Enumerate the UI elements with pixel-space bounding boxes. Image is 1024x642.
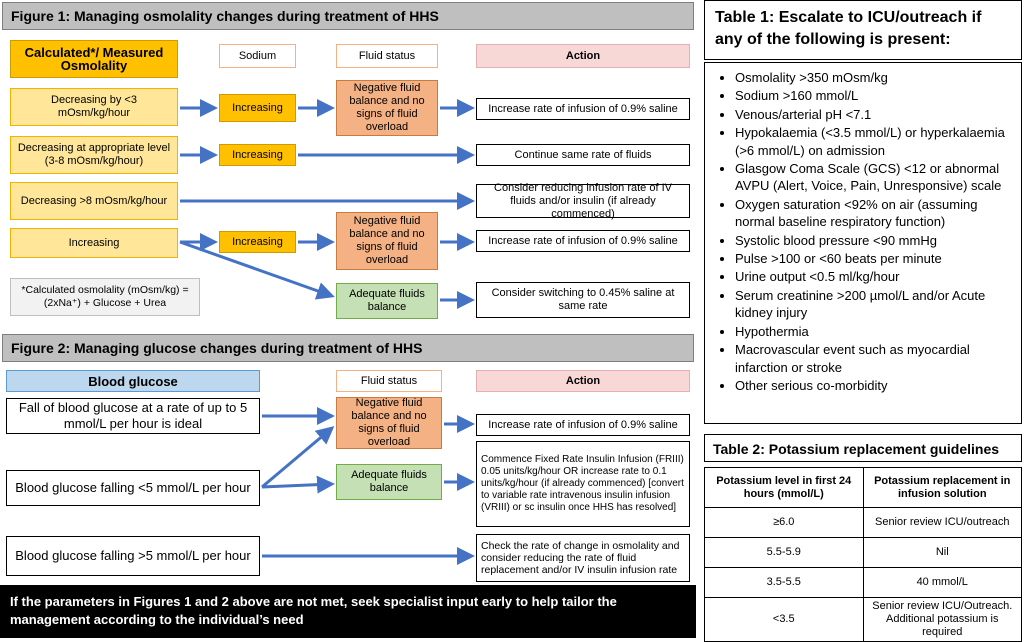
osmolality-decreasing-appropriate: Decreasing at appropriate level (3-8 mOs…	[10, 136, 178, 174]
sodium-increasing-1: Increasing	[219, 94, 296, 122]
fluid-negative-1: Negative fluid balance and no signs of f…	[336, 80, 438, 136]
fig2-header-action: Action	[476, 370, 690, 392]
potassium-level: ≥6.0	[704, 507, 864, 538]
fluid-negative-3: Negative fluid balance and no signs of f…	[336, 397, 442, 449]
table2-title: Table 2: Potassium replacement guideline…	[704, 434, 1022, 462]
action-increase-saline-2: Increase rate of infusion of 0.9% saline	[476, 230, 690, 252]
potassium-replacement: Senior review ICU/outreach	[862, 507, 1022, 538]
fluid-negative-2: Negative fluid balance and no signs of f…	[336, 212, 438, 270]
fig1-header-fluid: Fluid status	[336, 44, 438, 68]
criteria-item: Osmolality >350 mOsm/kg	[735, 69, 1015, 86]
action-increase-saline-1: Increase rate of infusion of 0.9% saline	[476, 98, 690, 120]
fluid-adequate-1: Adequate fluids balance	[336, 283, 438, 319]
criteria-item: Sodium >160 mmol/L	[735, 87, 1015, 104]
action-continue-fluids: Continue same rate of fluids	[476, 144, 690, 166]
table1-criteria: Osmolality >350 mOsm/kgSodium >160 mmol/…	[704, 62, 1022, 424]
criteria-item: Venous/arterial pH <7.1	[735, 106, 1015, 123]
osmolality-decreasing-slow: Decreasing by <3 mOsm/kg/hour	[10, 88, 178, 126]
glucose-falling-fast: Blood glucose falling >5 mmol/L per hour	[6, 536, 260, 576]
action-switch-saline: Consider switching to 0.45% saline at sa…	[476, 282, 690, 318]
osmolality-footnote: *Calculated osmolality (mOsm/kg) = (2xNa…	[10, 278, 200, 316]
arrow-g2-a	[261, 426, 335, 489]
potassium-replacement: Nil	[862, 537, 1022, 568]
potassium-table: Potassium level in first 24 hours (mmol/…	[704, 467, 1022, 642]
osmolality-increasing: Increasing	[10, 228, 178, 258]
criteria-item: Other serious co-morbidity	[735, 377, 1015, 394]
col-potassium-level: Potassium level in first 24 hours (mmol/…	[704, 467, 864, 508]
sodium-increasing-3: Increasing	[219, 231, 296, 253]
criteria-item: Hypothermia	[735, 323, 1015, 340]
potassium-level: <3.5	[704, 597, 864, 642]
fig1-header-osmolality: Calculated*/ Measured Osmolality	[10, 40, 178, 78]
action-increase-saline-3: Increase rate of infusion of 0.9% saline	[476, 414, 690, 436]
criteria-item: Urine output <0.5 ml/kg/hour	[735, 268, 1015, 285]
fig1-header-action: Action	[476, 44, 690, 68]
criteria-item: Serum creatinine >200 µmol/L and/or Acut…	[735, 287, 1015, 322]
fluid-adequate-2: Adequate fluids balance	[336, 464, 442, 500]
sodium-increasing-2: Increasing	[219, 144, 296, 166]
fig2-header-glucose: Blood glucose	[6, 370, 260, 392]
table1-title: Table 1: Escalate to ICU/outreach if any…	[704, 0, 1022, 60]
osmolality-decreasing-fast: Decreasing >8 mOsm/kg/hour	[10, 182, 178, 220]
fig1-header-sodium: Sodium	[219, 44, 296, 68]
specialist-input-banner: If the parameters in Figures 1 and 2 abo…	[0, 585, 696, 638]
arrow-g2-b	[261, 475, 335, 494]
potassium-level: 5.5-5.9	[704, 537, 864, 568]
col-potassium-replacement: Potassium replacement in infusion soluti…	[862, 467, 1022, 508]
glucose-falling-slow: Blood glucose falling <5 mmol/L per hour	[6, 470, 260, 506]
action-check-osmolality: Check the rate of change in osmolality a…	[476, 534, 690, 582]
potassium-table-wrap: Potassium level in first 24 hours (mmol/…	[704, 467, 1022, 642]
potassium-level: 3.5-5.5	[704, 567, 864, 598]
fig2-header-fluid: Fluid status	[336, 370, 442, 392]
action-reduce-infusion: Consider reducing infusion rate of IV fl…	[476, 182, 690, 220]
criteria-item: Systolic blood pressure <90 mmHg	[735, 232, 1015, 249]
glucose-fall-ideal: Fall of blood glucose at a rate of up to…	[6, 398, 260, 434]
criteria-list: Osmolality >350 mOsm/kgSodium >160 mmol/…	[715, 69, 1015, 394]
potassium-replacement: 40 mmol/L	[862, 567, 1022, 598]
criteria-item: Hypokalaemia (<3.5 mmol/L) or hyperkalae…	[735, 124, 1015, 159]
figure1-title: Figure 1: Managing osmolality changes du…	[2, 2, 694, 30]
potassium-replacement: Senior review ICU/Outreach. Additional p…	[862, 597, 1022, 642]
criteria-item: Macrovascular event such as myocardial i…	[735, 341, 1015, 376]
criteria-item: Pulse >100 or <60 beats per minute	[735, 250, 1015, 267]
criteria-item: Glasgow Coma Scale (GCS) <12 or abnormal…	[735, 160, 1015, 195]
figure2-title: Figure 2: Managing glucose changes durin…	[2, 334, 694, 362]
action-insulin-infusion: Commence Fixed Rate Insulin Infusion (FR…	[476, 441, 690, 527]
criteria-item: Oxygen saturation <92% on air (assuming …	[735, 196, 1015, 231]
